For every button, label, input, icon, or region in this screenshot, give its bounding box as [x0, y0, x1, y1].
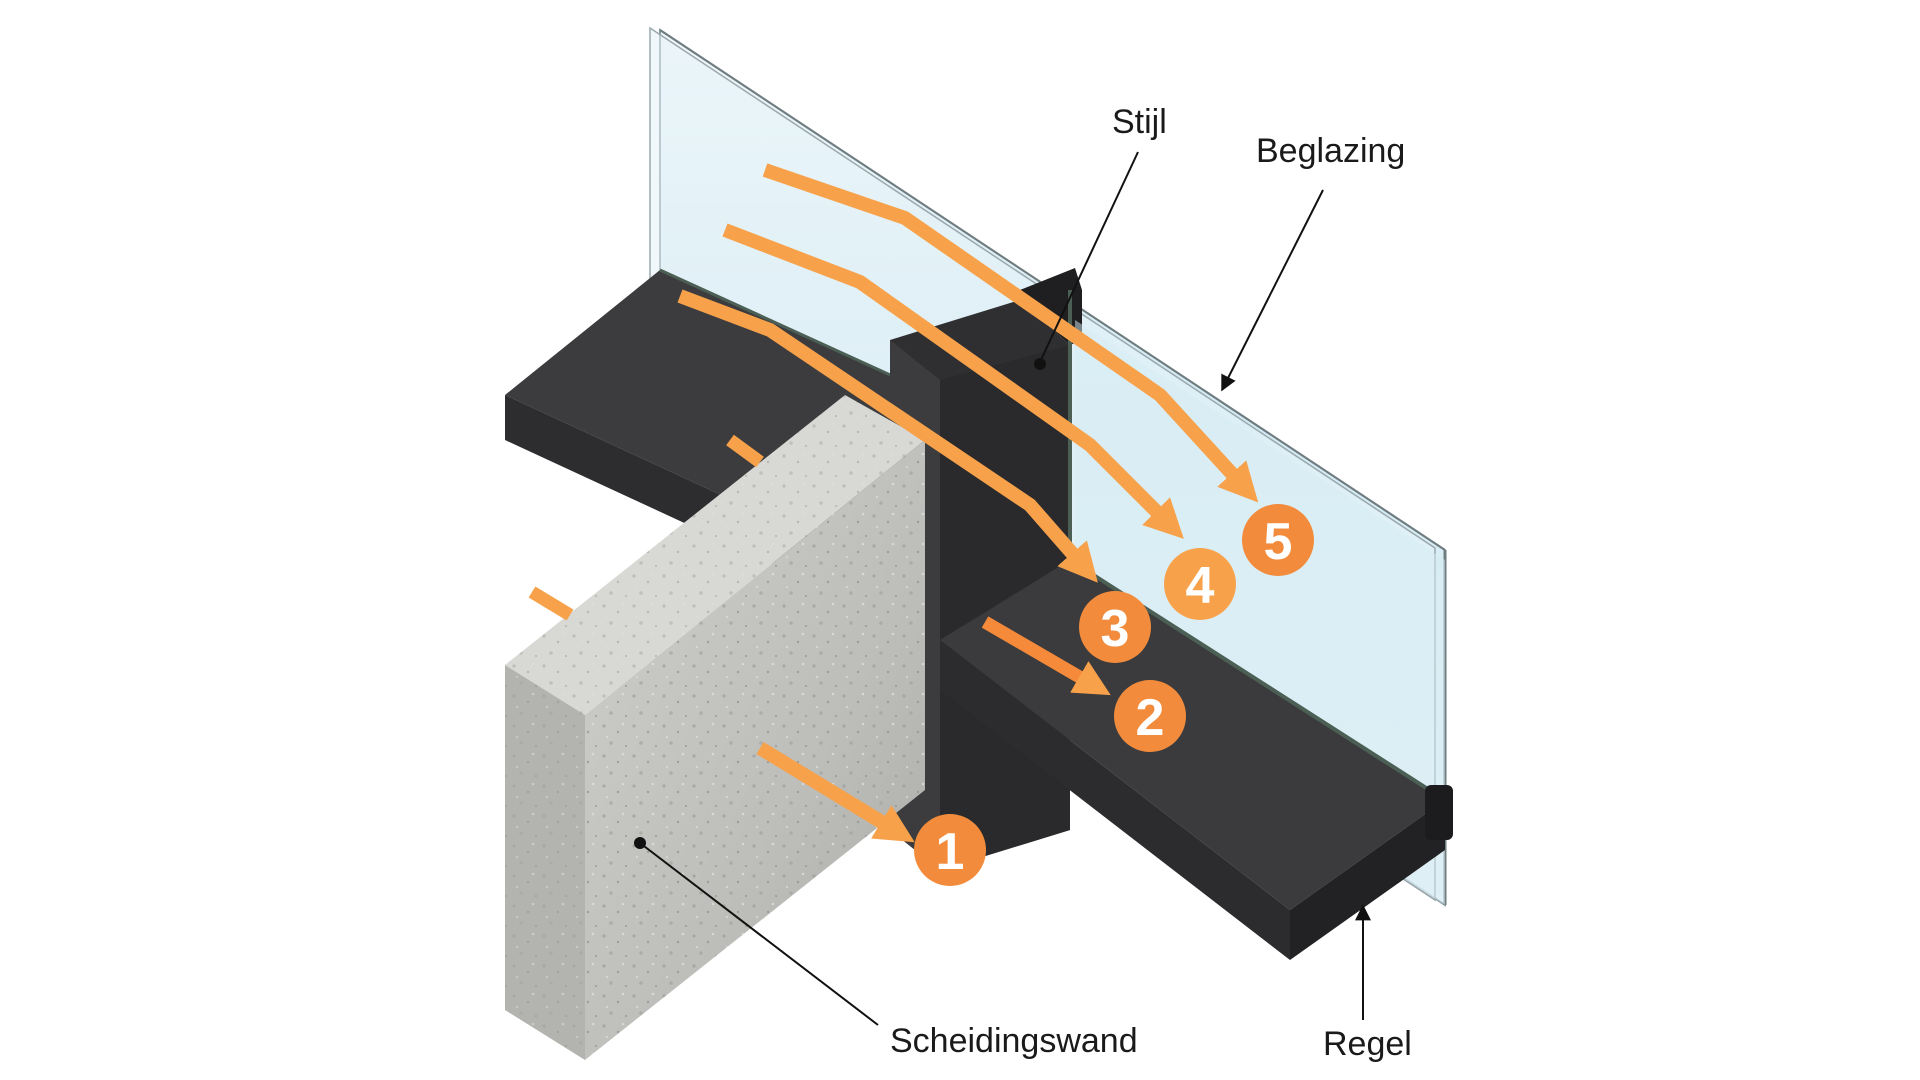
- badge-2: 2: [1114, 680, 1186, 752]
- callouts: [634, 151, 1371, 1026]
- badge-1: 1: [914, 814, 986, 886]
- arrow-path-1: [756, 742, 915, 843]
- arrow-path-2: [981, 616, 1111, 696]
- badge-5: 5: [1242, 504, 1314, 576]
- arrow-path-4: [722, 223, 1184, 539]
- badge-4: 4: [1164, 548, 1236, 620]
- flanking-arrows: [528, 163, 1259, 843]
- svg-text:1: 1: [936, 823, 965, 881]
- arrow-path-5: [762, 163, 1259, 503]
- svg-text:2: 2: [1136, 689, 1165, 747]
- callout-scheidingswand: [639, 842, 879, 1026]
- arrow-path-3: [677, 289, 1098, 583]
- callout-stijl: [1039, 151, 1139, 363]
- label-stijl: Stijl: [1112, 103, 1167, 141]
- svg-text:3: 3: [1101, 600, 1130, 658]
- transom-front: [940, 558, 1453, 960]
- callout-beglazing: [1221, 189, 1324, 392]
- path-badges: 1 2 3 4 5: [914, 504, 1314, 886]
- badge-3: 3: [1079, 591, 1151, 663]
- svg-text:4: 4: [1186, 557, 1215, 615]
- partition-wall: [505, 395, 925, 1060]
- label-regel: Regel: [1323, 1025, 1412, 1063]
- label-beglazing: Beglazing: [1256, 132, 1405, 170]
- label-scheidingswand: Scheidingswand: [890, 1022, 1138, 1060]
- svg-text:5: 5: [1264, 513, 1293, 571]
